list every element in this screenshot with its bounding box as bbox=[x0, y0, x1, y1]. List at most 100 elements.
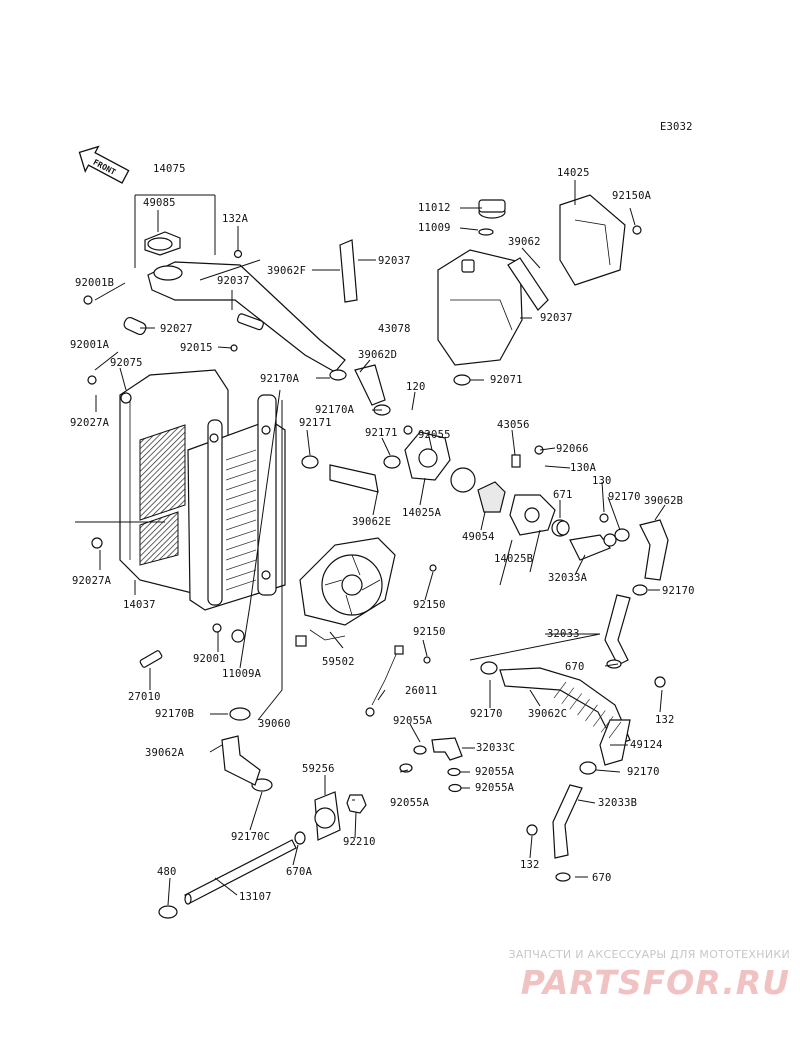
hose-rib bbox=[600, 716, 614, 733]
part-label: 92015 bbox=[180, 342, 213, 354]
hose-49124 bbox=[599, 719, 631, 766]
hose-92027 bbox=[123, 316, 147, 336]
radiator-fin bbox=[225, 459, 257, 471]
radiator-core bbox=[187, 394, 286, 611]
part-label: 32033C bbox=[476, 742, 515, 754]
part-label: 92055A bbox=[475, 766, 515, 778]
clamps bbox=[229, 369, 648, 792]
part-label: 92170A bbox=[260, 373, 300, 385]
hose-rib bbox=[585, 704, 598, 722]
leader-lines bbox=[75, 180, 666, 906]
part-label: 39062D bbox=[358, 349, 397, 361]
hose-rib bbox=[561, 687, 575, 704]
part-label: 59502 bbox=[322, 656, 355, 668]
part-label: 130 bbox=[592, 475, 612, 487]
part-label: 92001A bbox=[70, 339, 110, 351]
reserve-tank bbox=[437, 249, 523, 366]
part-label: 92027A bbox=[70, 417, 110, 429]
part-label: 92037 bbox=[217, 275, 250, 287]
part-label: 11009 bbox=[418, 222, 451, 234]
part-label: 14025A bbox=[402, 507, 442, 519]
part-label: 59256 bbox=[302, 763, 335, 775]
hose-rib bbox=[569, 693, 582, 710]
radiator-fin bbox=[225, 559, 257, 571]
fan-wire bbox=[309, 629, 346, 641]
hose-corrugation bbox=[553, 681, 622, 739]
hose-39062a bbox=[221, 735, 261, 786]
part-label: 92075 bbox=[110, 357, 143, 369]
part-label: 670 bbox=[565, 661, 585, 673]
part-label: 92037 bbox=[378, 255, 411, 267]
hose-39062b bbox=[639, 519, 669, 581]
part-label: 120 bbox=[406, 381, 426, 393]
part-label: 92170C bbox=[231, 831, 270, 843]
reserve-tank-cap bbox=[478, 199, 506, 236]
part-label: 92170 bbox=[470, 708, 503, 720]
part-label: 26011 bbox=[405, 685, 438, 697]
part-label: 92170 bbox=[608, 491, 641, 503]
bolts bbox=[83, 225, 666, 836]
radiator-fin bbox=[225, 499, 257, 511]
part-label: 92066 bbox=[556, 443, 589, 455]
radiator-fin bbox=[225, 509, 257, 521]
part-label: 92037 bbox=[540, 312, 573, 324]
part-label: 49124 bbox=[630, 739, 663, 751]
part-label: 43056 bbox=[497, 419, 530, 431]
grommet-92071 bbox=[453, 374, 471, 386]
radiator-fin bbox=[225, 539, 257, 551]
part-label: 132A bbox=[222, 213, 249, 225]
watermark-tagline: ЗАПЧАСТИ И АКСЕССУАРЫ ДЛЯ МОТОТЕХНИКИ bbox=[508, 948, 790, 961]
hose-39062e bbox=[329, 464, 379, 493]
hose-rib bbox=[608, 721, 622, 739]
radiator-fin bbox=[225, 529, 257, 541]
part-label: 92210 bbox=[343, 836, 376, 848]
watermark: ЗАПЧАСТИ И АКСЕССУАРЫ ДЛЯ МОТОТЕХНИКИ PA… bbox=[470, 948, 790, 1002]
part-label: 92055 bbox=[418, 429, 451, 441]
fan-connector bbox=[295, 635, 307, 647]
pump-shaft-13107 bbox=[158, 839, 297, 919]
part-label: 14025B bbox=[494, 553, 533, 565]
part-label: 39062B bbox=[644, 495, 683, 507]
part-label: 49054 bbox=[462, 531, 495, 543]
part-label: 92150 bbox=[413, 626, 446, 638]
part-label: 92171 bbox=[299, 417, 332, 429]
radiator-fin bbox=[225, 579, 257, 591]
radiator-cap bbox=[144, 231, 181, 256]
pipe-32033b bbox=[552, 784, 583, 859]
radiator-fin bbox=[225, 479, 257, 491]
pipe-32033a bbox=[569, 533, 617, 561]
part-label: 32033 bbox=[547, 628, 580, 640]
radiator-fin bbox=[225, 519, 257, 531]
part-label: 92150 bbox=[413, 599, 446, 611]
part-label: 670A bbox=[286, 866, 313, 878]
radiator-fin bbox=[225, 569, 257, 581]
part-label: 92170 bbox=[627, 766, 660, 778]
part-label: 39062A bbox=[145, 747, 185, 759]
part-label: 27010 bbox=[128, 691, 161, 703]
part-label: 670 bbox=[592, 872, 612, 884]
part-label: 13107 bbox=[239, 891, 272, 903]
part-label: 92001 bbox=[193, 653, 226, 665]
part-label: 39062 bbox=[508, 236, 541, 248]
part-label: 14025 bbox=[557, 167, 590, 179]
part-label: 132 bbox=[520, 859, 540, 871]
impeller-59256 bbox=[314, 791, 341, 841]
part-label: 92170A bbox=[315, 404, 355, 416]
part-label: 671 bbox=[553, 489, 573, 501]
part-label: 92170 bbox=[662, 585, 695, 597]
hose-39062 bbox=[507, 257, 549, 311]
part-label: 92055A bbox=[390, 797, 430, 809]
radiator-fin bbox=[225, 449, 257, 461]
part-label: 39060 bbox=[258, 718, 291, 730]
part-labels: 14075 49085 132A 92001B 92037 39062F 920… bbox=[70, 163, 695, 903]
part-label: 480 bbox=[157, 866, 177, 878]
nut-92210 bbox=[346, 794, 367, 814]
radiator-fin bbox=[225, 549, 257, 561]
part-label: 92071 bbox=[490, 374, 523, 386]
part-label: 39062C bbox=[528, 708, 567, 720]
hose-rib bbox=[593, 710, 606, 727]
part-label: 39062F bbox=[267, 265, 306, 277]
diagram-code: E3032 bbox=[660, 121, 693, 133]
o-rings bbox=[294, 520, 622, 882]
